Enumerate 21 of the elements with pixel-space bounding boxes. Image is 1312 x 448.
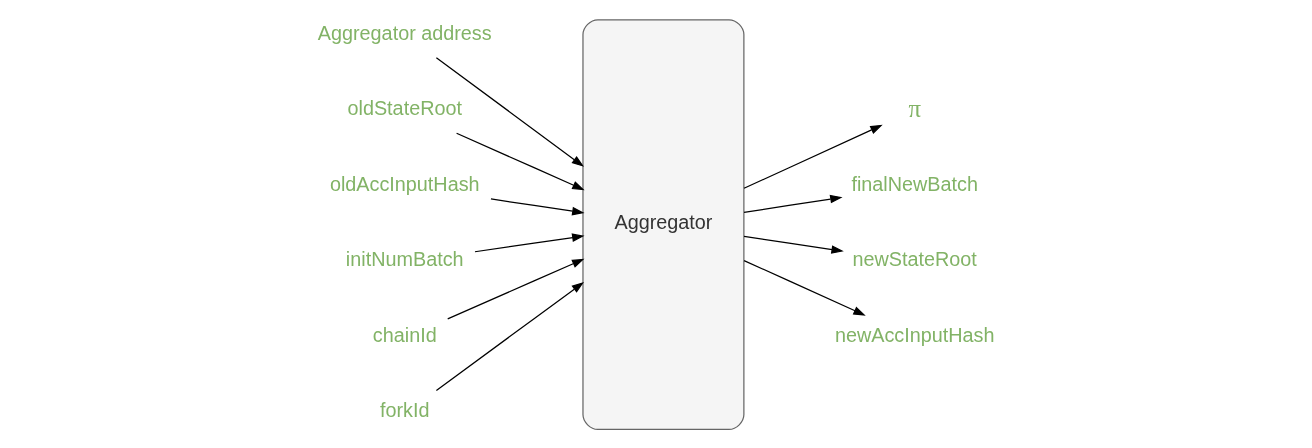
- arrow: [435, 282, 585, 392]
- node-text: oldStateRoot: [347, 97, 462, 120]
- arrow: [743, 259, 866, 316]
- arrow: [447, 258, 585, 320]
- arrow: [456, 132, 585, 191]
- node-text: π: [908, 94, 921, 122]
- arrow: [743, 124, 883, 189]
- node-text: initNumBatch: [345, 248, 464, 271]
- arrow: [435, 57, 584, 167]
- node-text: newStateRoot: [852, 248, 977, 271]
- arrow: [743, 194, 843, 213]
- node-text: oldAccInputHash: [329, 172, 480, 195]
- arrow: [743, 235, 844, 254]
- node-text: forkId: [379, 399, 430, 422]
- node-box: Aggregator: [582, 19, 745, 431]
- arrow: [490, 198, 585, 216]
- node-text: Aggregator address: [317, 21, 492, 44]
- node-text: newAccInputHash: [834, 323, 995, 346]
- node-text: finalNewBatch: [851, 172, 978, 195]
- arrow: [474, 233, 585, 253]
- node-text: chainId: [372, 323, 437, 346]
